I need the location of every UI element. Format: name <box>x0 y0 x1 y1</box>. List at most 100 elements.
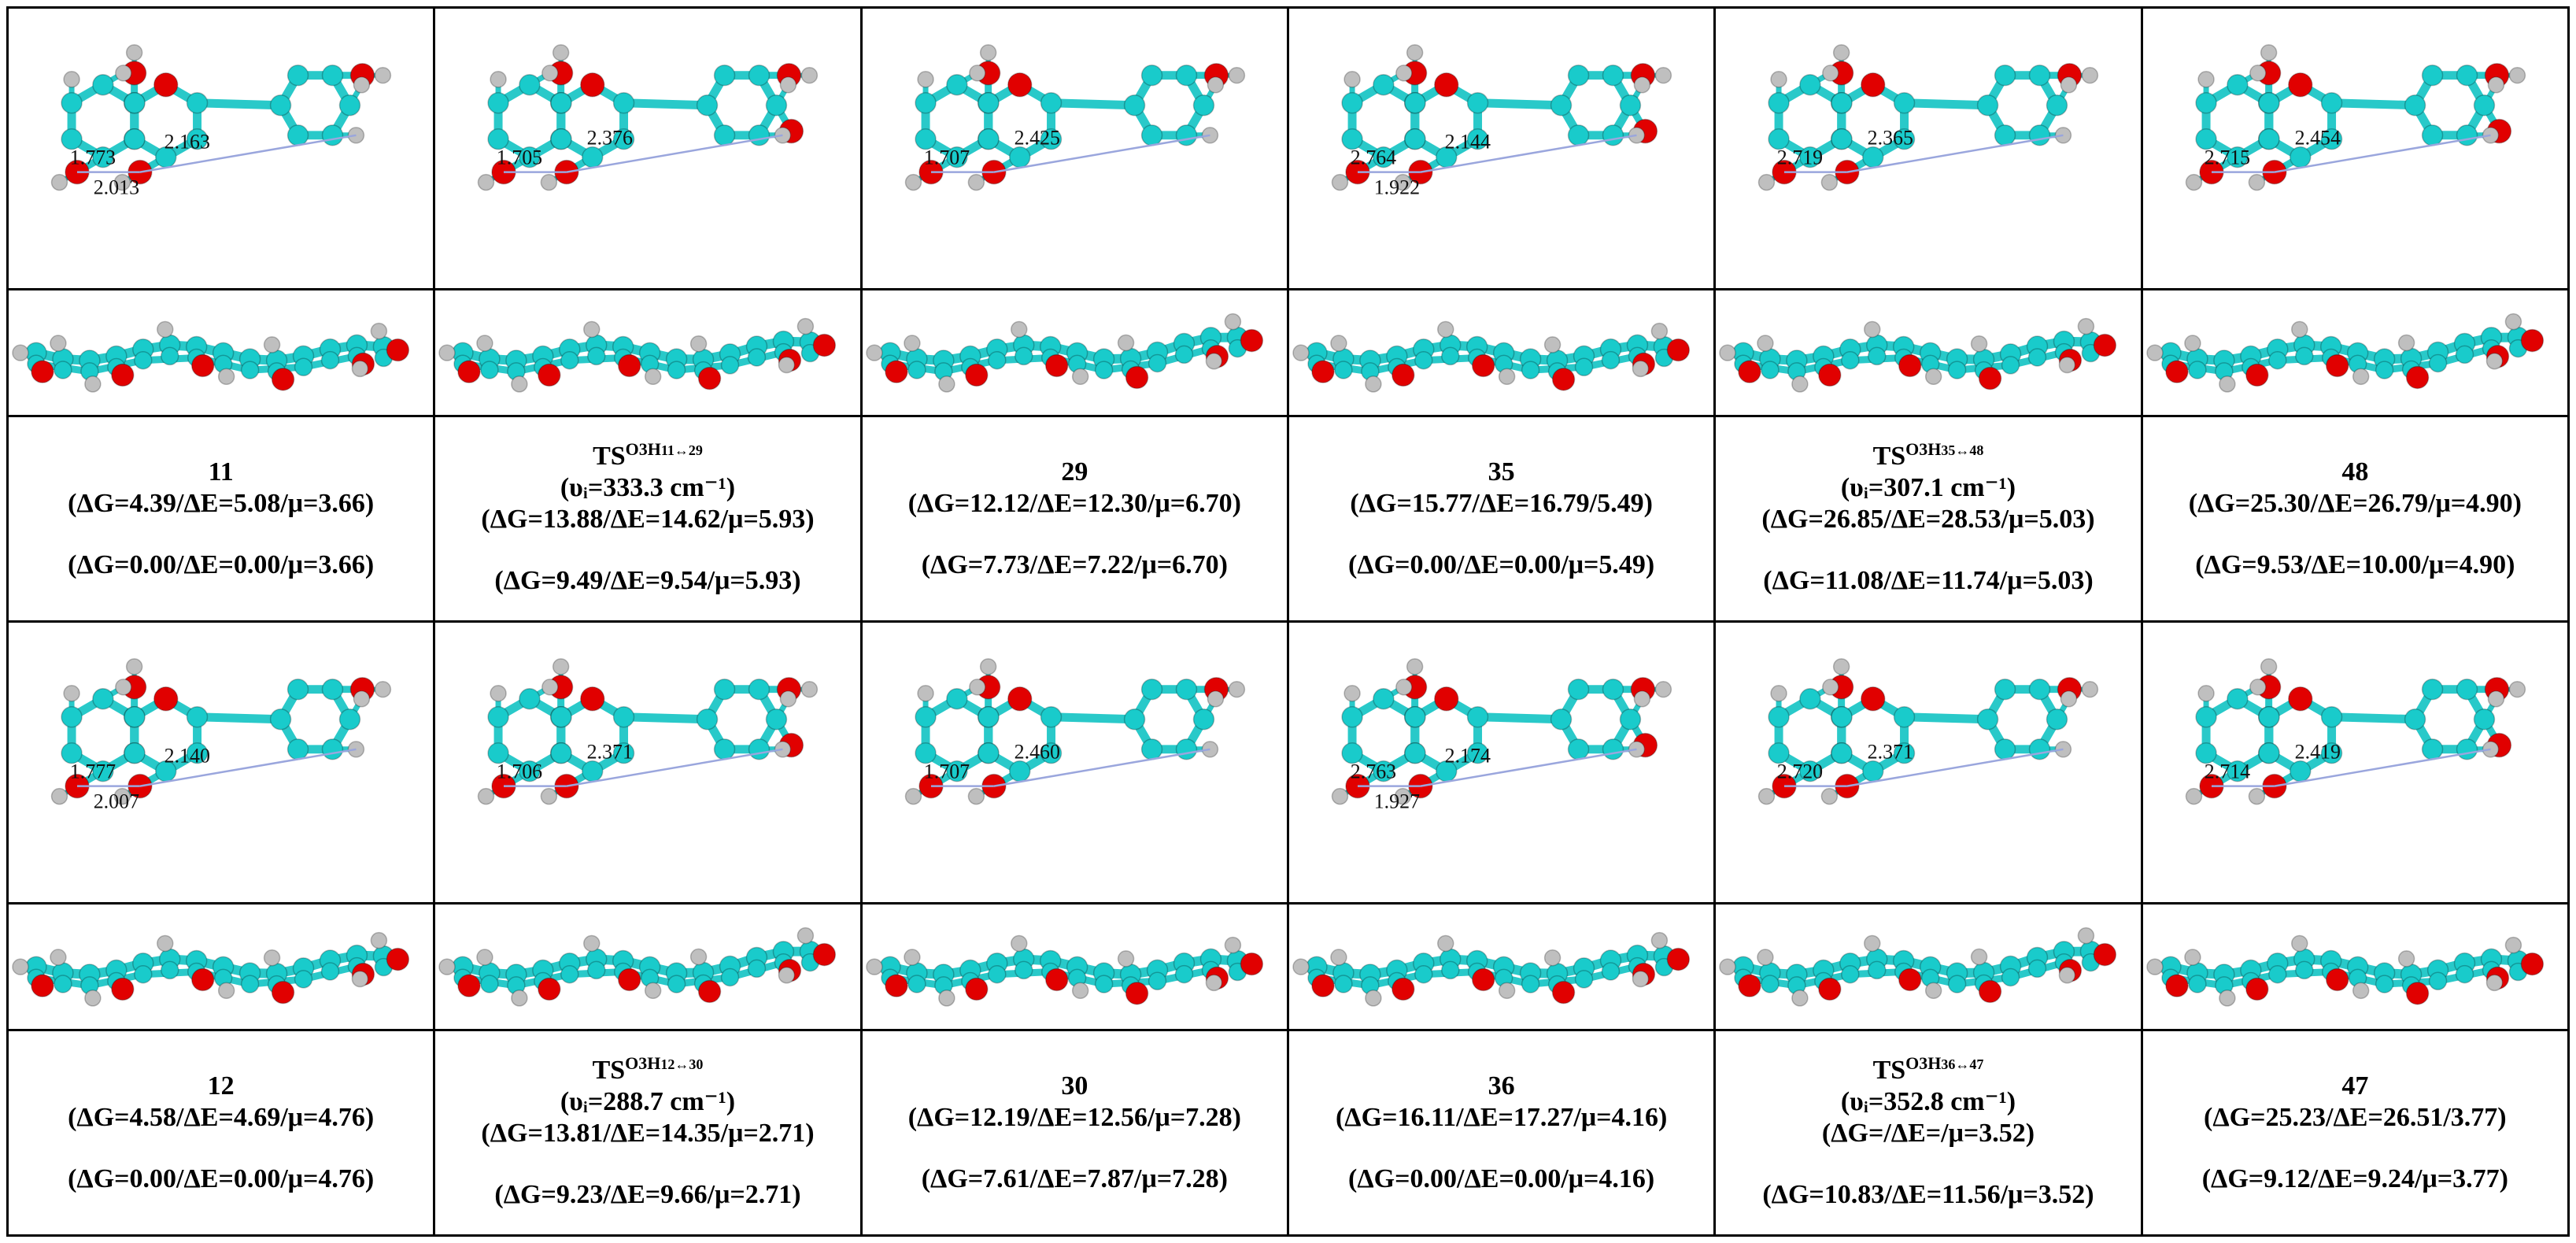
hydrogen-atom <box>1654 680 1672 698</box>
carbon-atom <box>613 705 635 728</box>
hydrogen-atom <box>1117 950 1134 967</box>
hydrogen-atom <box>1117 335 1134 352</box>
energy-line-b: (ΔG=9.49/ΔE=9.54/μ=5.93) <box>494 565 801 595</box>
oxygen-atom <box>1391 364 1415 387</box>
hydrogen-atom <box>553 44 570 61</box>
hydrogen-atom <box>583 321 601 338</box>
energy-line-a: (ΔG=13.81/ΔE=14.35/μ=2.71) <box>481 1118 815 1148</box>
hydrogen-atom <box>1228 680 1245 698</box>
hydrogen-atom <box>774 127 792 144</box>
carbon-atom <box>1404 705 1426 728</box>
oxygen-atom <box>812 334 837 357</box>
carbon-atom <box>1148 354 1166 373</box>
hydrogen-atom <box>2290 321 2308 338</box>
label-cell: TSO3H11↔29(υᵢ=333.3 cm⁻¹)(ΔG=13.88/ΔE=14… <box>433 414 863 623</box>
molecule-side-cell <box>433 902 863 1031</box>
carbon-atom <box>2375 361 2394 380</box>
hydrogen-atom <box>1650 323 1669 340</box>
carbon-atom <box>1868 347 1887 366</box>
carbon-atom <box>748 738 771 760</box>
oxygen-atom <box>190 354 215 378</box>
carbon-atom <box>2320 92 2342 114</box>
hydrogen-atom <box>263 336 281 354</box>
carbon-atom <box>2320 742 2342 764</box>
hydrogen-atom <box>774 741 792 758</box>
carbon-atom <box>550 92 573 114</box>
energy-line-a: (ΔG=12.19/ΔE=12.56/μ=7.28) <box>907 1102 1241 1132</box>
spacer <box>2144 520 2566 549</box>
hydrogen-atom <box>476 949 493 967</box>
molecule-side-view <box>1719 318 2117 393</box>
carbon-atom <box>1404 92 1426 114</box>
structure-label: 48(ΔG=25.30/ΔE=26.79/μ=4.90)(ΔG=9.53/ΔE=… <box>2144 457 2566 581</box>
carbon-atom <box>1841 351 1860 370</box>
carbon-atom <box>1373 688 1395 710</box>
carbon-atom <box>2029 678 2051 701</box>
label-cell: 35(ΔG=15.77/ΔE=16.79/5.49)(ΔG=0.00/ΔE=0.… <box>1286 414 1717 623</box>
hydrogen-atom <box>157 935 174 953</box>
hydrogen-atom <box>476 335 493 353</box>
hydrogen-atom <box>1201 741 1218 758</box>
carbon-atom <box>338 708 361 731</box>
energy-line-a: (ΔG=15.77/ΔE=16.79/5.49) <box>1350 488 1653 518</box>
hydrogen-atom <box>490 71 508 88</box>
carbon-atom <box>2428 971 2447 991</box>
structure-label: TSO3H35↔48(υᵢ=307.1 cm⁻¹)(ΔG=26.85/ΔE=28… <box>1717 440 2139 597</box>
carbon-atom <box>2456 124 2478 146</box>
hydrogen-atom <box>1201 127 1218 144</box>
carbon-atom <box>1140 64 1162 87</box>
structure-name: 47 <box>2341 1071 2369 1101</box>
carbon-atom <box>1761 361 1780 380</box>
hydrogen-atom <box>778 967 796 984</box>
carbon-atom <box>748 678 771 701</box>
hydrogen-atom <box>865 344 883 362</box>
oxygen-atom <box>1738 360 1761 384</box>
carbon-atom <box>286 678 309 701</box>
hydrogen-atom <box>1633 690 1651 708</box>
carbon-atom <box>1466 92 1489 114</box>
hydrogen-atom <box>2397 335 2415 352</box>
oxygen-atom <box>1125 366 1148 390</box>
carbon-atom <box>2029 64 2051 87</box>
oxygen-atom <box>386 948 410 971</box>
carbon-atom <box>54 975 72 994</box>
hydrogen-atom <box>2077 927 2095 945</box>
oxygen-atom <box>1738 974 1761 998</box>
carbon-atom <box>487 742 510 764</box>
oxygen-atom <box>884 360 908 384</box>
carbon-atom <box>1602 124 1624 146</box>
carbon-atom <box>1841 965 1860 984</box>
molecule-side-cell <box>859 288 1289 417</box>
carbon-atom <box>1192 94 1214 117</box>
structure-label: 30(ΔG=12.19/ΔE=12.56/μ=7.28)(ΔG=7.61/ΔE=… <box>863 1071 1285 1195</box>
carbon-atom <box>321 124 344 146</box>
carbon-atom <box>697 94 719 117</box>
hydrogen-atom <box>50 787 68 805</box>
bond-line <box>1473 98 1566 110</box>
oxygen-atom <box>698 980 722 1004</box>
molecule-side-svg <box>438 318 837 393</box>
bond-line <box>193 98 286 110</box>
carbon-atom <box>2257 92 2280 114</box>
carbon-atom <box>487 92 510 114</box>
carbon-atom <box>550 742 573 764</box>
hydrogen-atom <box>1207 690 1224 708</box>
energy-line-a: (ΔG=4.39/ΔE=5.08/μ=3.66) <box>68 488 375 518</box>
bond-line <box>619 712 712 724</box>
carbon-atom <box>92 760 114 782</box>
hydrogen-atom <box>2248 173 2265 191</box>
carbon-atom <box>2289 760 2312 782</box>
carbon-atom <box>587 961 606 980</box>
oxygen-atom <box>2325 968 2349 992</box>
bond-line <box>2327 98 2419 110</box>
carbon-atom <box>1602 738 1624 760</box>
hydrogen-atom <box>2260 44 2278 61</box>
carbon-atom <box>286 738 309 760</box>
